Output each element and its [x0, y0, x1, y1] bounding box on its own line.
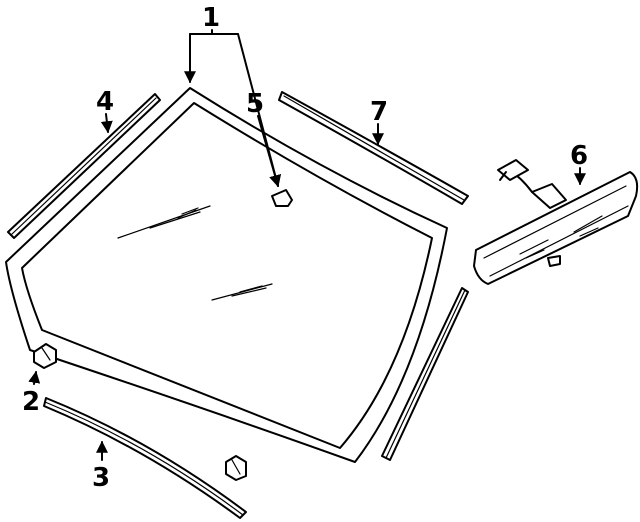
windshield-glass [5, 87, 448, 463]
leader-lines [28, 29, 586, 461]
callout-1: 1 [202, 3, 220, 33]
callout-3: 3 [92, 463, 110, 493]
callout-4: 4 [96, 87, 114, 117]
top-molding [278, 91, 469, 205]
glass-mount-bracket [271, 189, 293, 207]
callout-7: 7 [370, 97, 388, 127]
left-side-molding [7, 93, 161, 239]
right-clip [225, 455, 247, 481]
callout-6: 6 [570, 141, 588, 171]
left-clip [33, 343, 57, 369]
callout-2: 2 [22, 387, 40, 417]
right-side-molding [381, 287, 469, 461]
rear-view-mirror [473, 159, 639, 285]
bottom-molding [43, 397, 247, 519]
callout-5: 5 [246, 89, 264, 119]
